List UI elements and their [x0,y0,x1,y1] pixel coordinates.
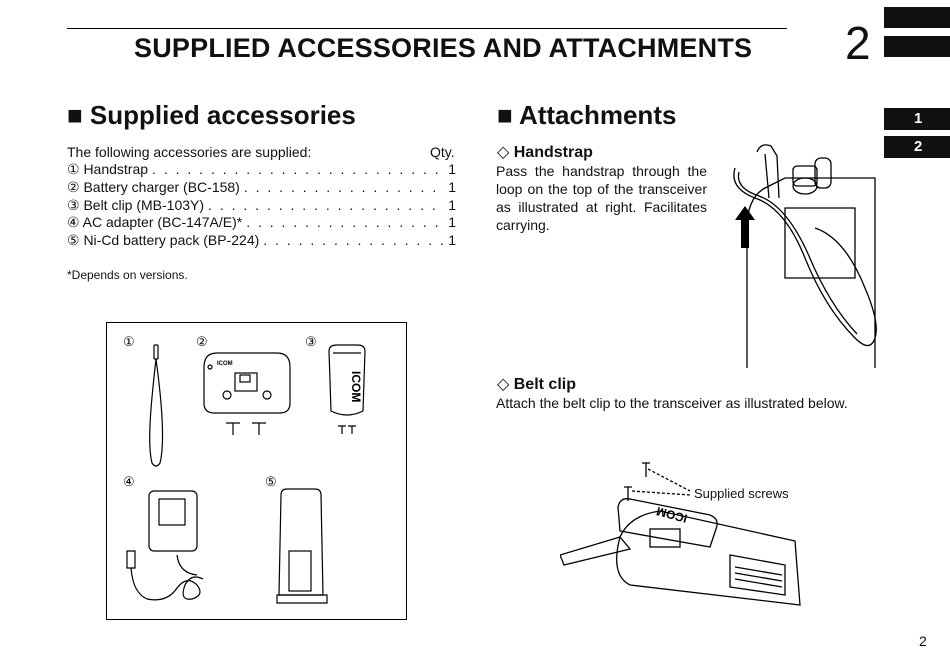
chapter-number: 2 [845,17,871,69]
beltclip-text: Attach the belt clip to the transceiver … [496,395,848,411]
handstrap-heading: ◇ Handstrap [497,144,593,161]
handstrap-drawing [149,344,164,467]
item-label: ③ Belt clip (MB-103Y) [67,197,205,213]
page-number: 2 [919,633,927,649]
supplied-heading: ■ Supplied accessories [67,100,356,130]
figure-label-5: ⑤ [265,474,277,489]
accessories-illustration: ① ② ③ ④ ⑤ ICOM ICOM [123,334,366,604]
figure-label-2: ② [196,334,208,349]
item-qty: 1 [448,161,456,177]
item-qty: 1 [448,197,456,213]
item-label: ① Handstrap [67,161,149,177]
chapter-bar-top [884,7,950,28]
beltclip-heading: ◇ Belt clip [497,376,576,393]
figure-label-3: ③ [305,334,317,349]
list-item: ③ Belt clip (MB-103Y) 1 [67,197,456,215]
item-label: ② Battery charger (BC-158) [67,179,240,195]
handstrap-illustration [733,144,877,368]
list-item: ② Battery charger (BC-158) 1 [67,179,456,197]
beltclip-drawing [328,344,366,434]
list-item: ⑤ Ni-Cd battery pack (BP-224) 1 [67,232,456,250]
arrow-icon [735,206,755,248]
supplied-intro: The following accessories are supplied: [67,144,312,160]
list-item: ① Handstrap 1 [67,161,456,179]
figure-label-1: ① [123,334,135,349]
beltclip-illustration: ICOM [560,462,801,606]
beltclip-brand: ICOM [349,371,363,402]
attachments-heading: ■ Attachments [497,100,677,130]
chapter-bar-bottom [884,36,950,57]
item-qty: 1 [448,214,456,230]
item-label: ⑤ Ni-Cd battery pack (BP-224) [67,232,260,248]
list-item: ④ AC adapter (BC-147A/E)* 1 [67,214,456,232]
tab-label: 1 [914,110,923,127]
qty-header: Qty. [430,144,455,160]
charger-drawing [203,352,291,435]
item-qty: 1 [448,179,456,195]
supplied-screws-callout: Supplied screws [694,486,789,501]
header-rule [67,28,787,29]
battery-drawing [276,488,328,604]
figure-label-4: ④ [123,474,135,489]
footnote: *Depends on versions. [67,268,188,282]
tab-chapter-1[interactable]: 1 [884,108,950,130]
ac-adapter-drawing [126,490,204,601]
page-title: SUPPLIED ACCESSORIES AND ATTACHMENTS [134,33,753,63]
accessories-figure: ① ② ③ ④ ⑤ ICOM ICOM [106,322,407,620]
charger-brand: ICOM [217,361,233,367]
item-qty: 1 [448,232,456,248]
handstrap-text: Pass the handstrap through the loop on t… [496,163,707,233]
item-label: ④ AC adapter (BC-147A/E)* [67,214,243,230]
tab-label: 2 [914,138,923,155]
tab-chapter-2[interactable]: 2 [884,136,950,158]
